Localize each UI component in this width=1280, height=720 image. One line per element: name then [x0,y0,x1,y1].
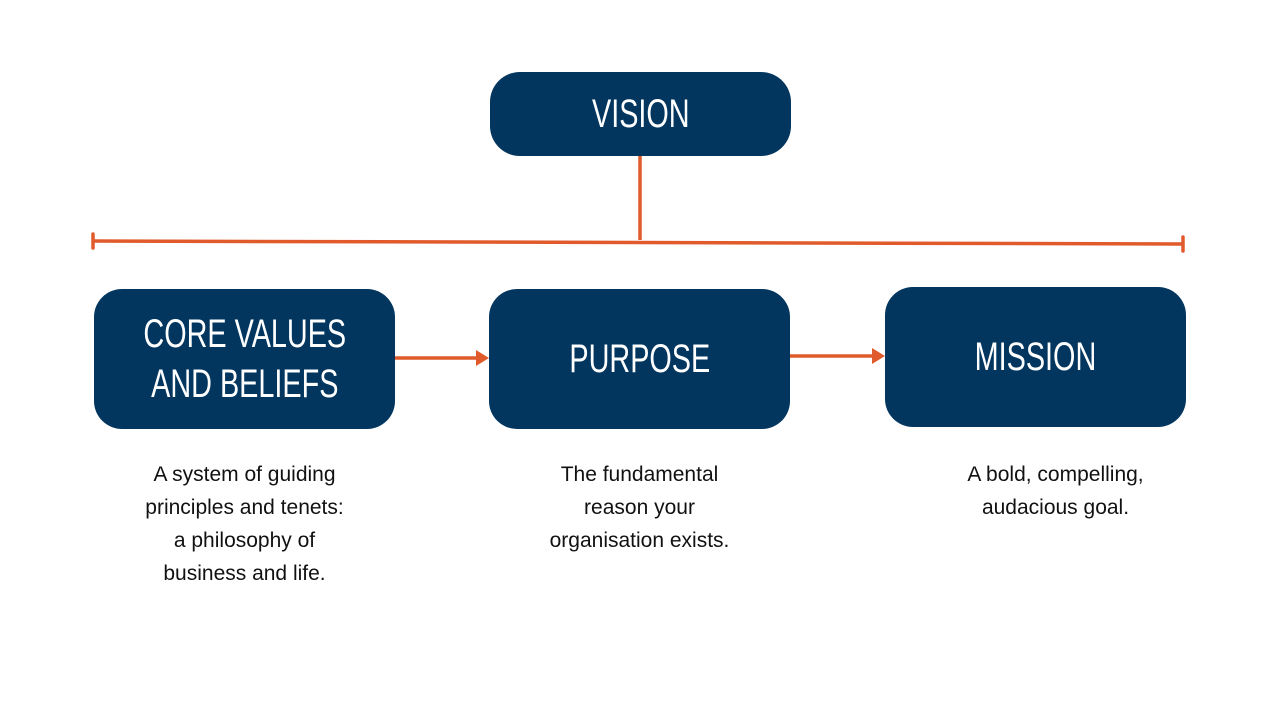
core-values-description: A system of guiding principles and tenet… [145,463,344,585]
purpose-label: PURPOSE [569,337,710,381]
vision-box: VISION [490,72,791,156]
purpose-box: PURPOSE [489,289,790,429]
core-values-box: CORE VALUES AND BELIEFS [94,289,395,429]
mission-box: MISSION [885,287,1186,427]
arrowhead-purpose-to-mission [872,348,885,364]
vision-label: VISION [591,92,690,136]
purpose-description: The fundamental reason your organisation… [549,463,730,552]
mission-label: MISSION [974,335,1097,379]
mission-description: A bold, compelling, audacious goal. [967,463,1144,519]
core-values-label: CORE VALUES AND BELIEFS [143,312,346,406]
horizontal-bar-line [92,239,1184,246]
arrowhead-core-to-purpose [476,350,489,366]
